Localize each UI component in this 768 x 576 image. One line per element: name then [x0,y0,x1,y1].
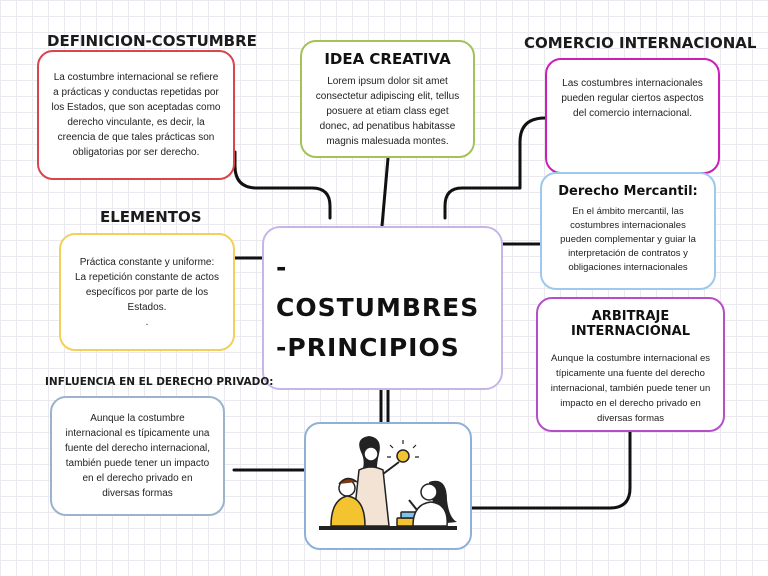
connector-arbitraje [470,430,632,510]
arbitraje-box: ARBITRAJE INTERNACIONAL Aunque la costum… [536,297,725,432]
comercio-heading: COMERCIO INTERNACIONAL [524,34,757,52]
definicion-text: La costumbre internacional se refiere a … [51,72,221,158]
arbitraje-text: Aunque la costumbre internacional es típ… [550,353,711,424]
center-box: -COSTUMBRES -PRINCIPIOS [262,226,503,390]
elementos-box: Práctica constante y uniforme: La repeti… [59,233,235,351]
idea-text: Lorem ipsum dolor sit amet consectetur a… [315,75,460,147]
influencia-heading: INFLUENCIA EN EL DERECHO PRIVADO: [45,376,274,388]
arbitraje-heading: ARBITRAJE INTERNACIONAL [570,309,691,339]
illustration-box [304,422,472,550]
mercantil-heading: Derecho Mercantil: [558,184,698,199]
elementos-text: Práctica constante y uniforme: La repeti… [75,256,219,328]
connector-comercio [443,116,547,220]
definicion-heading: DEFINICION-COSTUMBRE [47,32,257,50]
elementos-heading: ELEMENTOS [100,208,202,226]
connector-idea [380,156,390,228]
definicion-box: La costumbre internacional se refiere a … [37,50,235,180]
influencia-box: Aunque la costumbre internacional es típ… [50,396,225,516]
mercantil-text: En el ámbito mercantil, las costumbres i… [560,206,696,273]
idea-box: IDEA CREATIVA Lorem ipsum dolor sit amet… [300,40,475,158]
center-title: -COSTUMBRES -PRINCIPIOS [276,253,480,362]
influencia-text: Aunque la costumbre internacional es típ… [64,413,211,499]
comercio-box: Las costumbres internacionales pueden re… [545,58,720,174]
people-studying-illustration [319,436,457,530]
mercantil-box: Derecho Mercantil: En el ámbito mercanti… [540,172,716,290]
comercio-text: Las costumbres internacionales pueden re… [561,78,704,119]
idea-heading: IDEA CREATIVA [324,49,451,68]
connector-definicion [233,150,332,220]
